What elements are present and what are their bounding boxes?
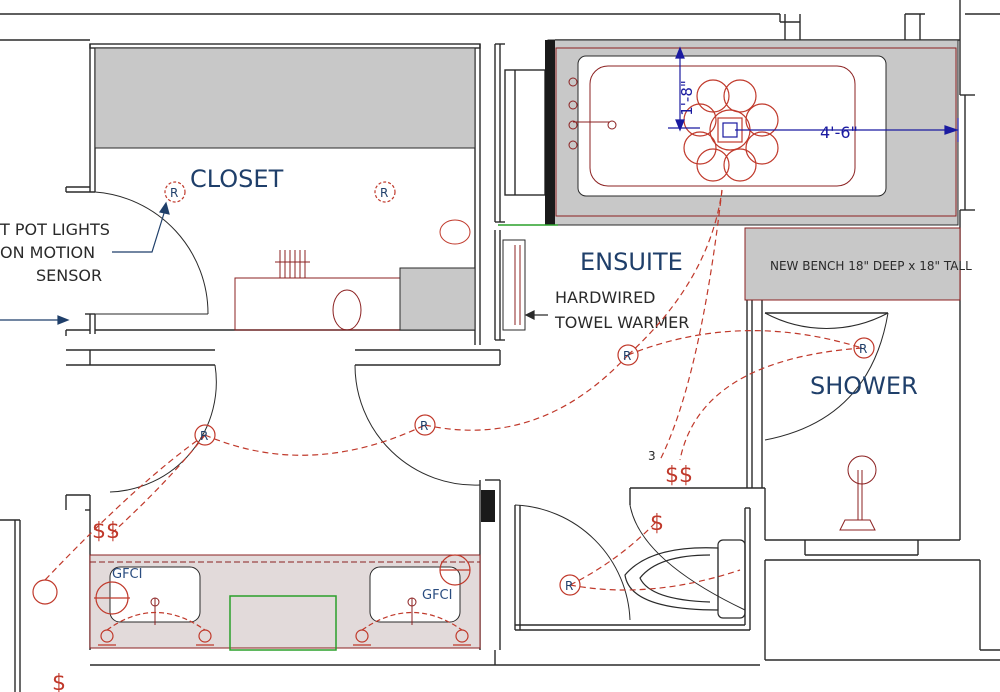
switch-ensuite-double: $$ — [665, 463, 693, 488]
light-fixture-hall-2: R — [414, 414, 436, 436]
switch-vanity-double: $$ — [92, 519, 120, 544]
wall-pier — [481, 490, 495, 522]
pot-lights-note-line3: SENSOR — [36, 266, 102, 285]
towel-warmer — [502, 239, 526, 331]
pot-lights-leaders — [0, 201, 170, 325]
svg-text:R: R — [200, 429, 208, 443]
room-label-closet: CLOSET — [190, 165, 284, 193]
light-fixture-hall-1: R — [194, 424, 216, 446]
pot-lights-note-line2: ON MOTION — [0, 243, 95, 262]
light-fixture-closet-1: R — [164, 181, 186, 203]
vanity-outlets — [32, 554, 471, 646]
svg-text:R: R — [623, 349, 631, 363]
svg-text:R: R — [565, 579, 573, 593]
light-fixture-ensuite: R — [617, 344, 639, 366]
light-fixture-closet-2: R — [374, 181, 396, 203]
gfci-right: GFCI — [422, 588, 452, 603]
bathtub — [498, 39, 959, 226]
svg-text:R: R — [859, 342, 867, 356]
svg-text:R: R — [170, 186, 178, 200]
closet-dresser — [234, 219, 476, 331]
bench-note: NEW BENCH 18" DEEP x 18" TALL — [770, 259, 972, 273]
towel-warmer-note-line1: HARDWIRED — [555, 288, 656, 307]
switch-bottom-left: $ — [52, 671, 66, 692]
shower-bench — [744, 227, 961, 301]
dimension-lines — [668, 46, 959, 142]
three-way-marker: 3 — [648, 449, 656, 463]
wiring — [44, 189, 863, 591]
vanity — [89, 554, 481, 651]
gfci-left: GFCI — [112, 567, 142, 582]
tub-fixture-cluster — [683, 79, 779, 182]
shower-fixture — [839, 455, 877, 531]
towel-warmer-leader — [524, 310, 548, 320]
svg-text:R: R — [380, 186, 388, 200]
light-fixture-shower: R — [853, 337, 875, 359]
tub-vertical-dimension: 1'-8" — [678, 80, 696, 116]
room-label-shower: SHOWER — [810, 372, 918, 400]
pot-lights-note-line1: T POT LIGHTS — [0, 220, 110, 239]
light-fixture-toilet: R — [559, 574, 581, 596]
room-label-ensuite: ENSUITE — [580, 248, 683, 276]
svg-text:R: R — [420, 419, 428, 433]
switch-toilet: $ — [650, 511, 664, 536]
toilet — [624, 539, 746, 619]
towel-warmer-note-line2: TOWEL WARMER — [554, 313, 689, 332]
closet-shelf — [94, 47, 476, 149]
tub-horizontal-dimension: 4'-6" — [820, 123, 858, 142]
